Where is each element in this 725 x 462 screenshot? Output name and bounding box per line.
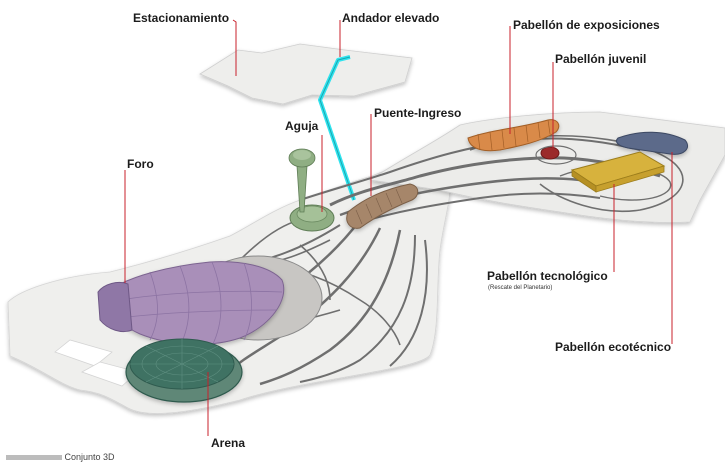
label-estacionamiento: Estacionamiento: [133, 11, 229, 25]
parking-lot: [200, 44, 412, 104]
label-pabellon-tecnologico-sub: (Rescate del Planetario): [488, 285, 552, 292]
caption-text: Conjunto 3D: [65, 452, 115, 462]
label-pabellon-tecnologico: Pabellón tecnológico: [487, 269, 608, 283]
label-pabellon-juvenil: Pabellón juvenil: [555, 52, 646, 66]
label-andador-elevado: Andador elevado: [342, 11, 439, 25]
caption: Conjunto 3D: [6, 452, 115, 462]
label-pabellon-exposiciones: Pabellón de exposiciones: [513, 18, 660, 32]
label-aguja: Aguja: [285, 119, 318, 133]
aguja-cap-top: [293, 150, 311, 160]
label-foro: Foro: [127, 157, 154, 171]
label-pabellon-ecotecnico: Pabellón ecotécnico: [555, 340, 671, 354]
caption-bar: [6, 455, 62, 460]
label-puente-ingreso: Puente-Ingreso: [374, 106, 461, 120]
pabellon-juvenil: [541, 147, 559, 159]
label-arena: Arena: [211, 436, 245, 450]
